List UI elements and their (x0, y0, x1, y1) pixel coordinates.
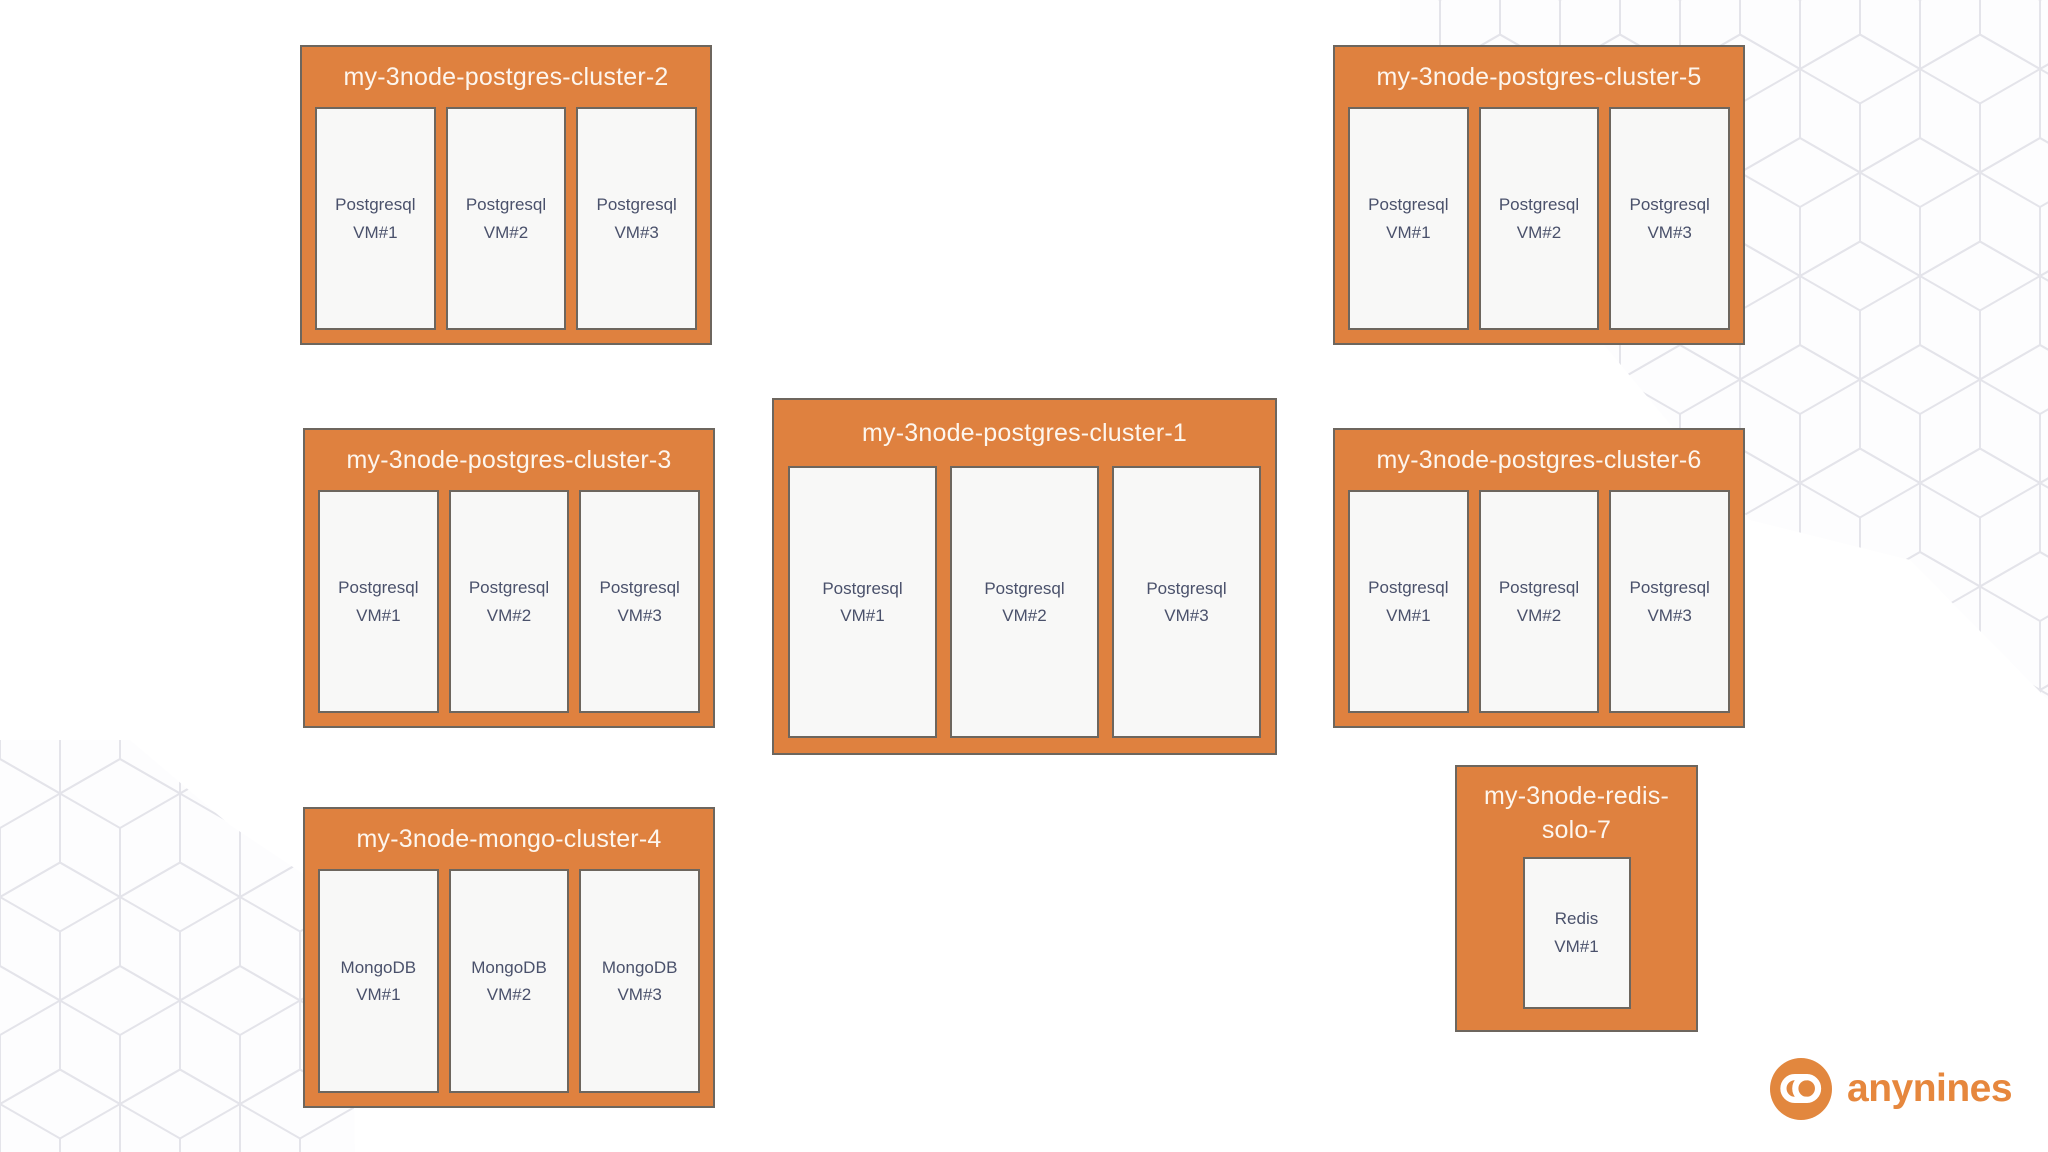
vm-number-label: VM#1 (1554, 936, 1599, 956)
vm-number-label: VM#1 (1386, 222, 1431, 242)
vm-service-label: Postgresql (338, 578, 419, 598)
cluster-title: my-3node-postgres-cluster-3 (346, 445, 672, 474)
vm-card: Redis VM#1 (1522, 856, 1631, 1009)
vm-service-label: Postgresql (1629, 578, 1710, 598)
vm-number-label: VM#3 (1164, 606, 1209, 625)
vm-number-label: VM#1 (356, 985, 401, 1004)
cluster-nodes: MongoDB VM#1 MongoDB VM#2 MongoDB VM#3 (305, 869, 713, 1106)
vm-card: Postgresql VM#3 (1609, 490, 1731, 713)
vm-card: Postgresql VM#1 (1348, 107, 1469, 330)
cluster-nodes: Postgresql VM#1 Postgresql VM#2 Postgres… (1335, 490, 1743, 726)
vm-number-label: VM#3 (1647, 605, 1692, 625)
vm-number-label: VM#2 (483, 222, 529, 242)
vm-service-label: Postgresql (1146, 578, 1227, 598)
cluster-box-postgres-3: my-3node-postgres-cluster-3 Postgresql V… (303, 428, 715, 728)
cluster-nodes: Postgresql VM#1 Postgresql VM#2 Postgres… (774, 466, 1275, 753)
vm-number-label: VM#3 (617, 985, 662, 1004)
cluster-nodes: Postgresql VM#1 Postgresql VM#2 Postgres… (305, 490, 713, 726)
vm-number-label: VM#2 (1516, 605, 1562, 625)
vm-service-label: Postgresql (465, 195, 547, 215)
cluster-title: my-3node-postgres-cluster-2 (343, 62, 669, 91)
anynines-logo: anynines (1770, 1058, 2013, 1120)
anynines-brand-text: anynines (1847, 1067, 2013, 1110)
vm-number-label: VM#2 (486, 605, 532, 625)
vm-card: MongoDB VM#2 (448, 869, 570, 1093)
vm-service-label: Postgresql (1629, 195, 1710, 215)
vm-number-label: VM#2 (1516, 222, 1562, 242)
cluster-box-mongo-4: my-3node-mongo-cluster-4 MongoDB VM#1 Mo… (303, 807, 715, 1108)
vm-service-label: MongoDB (601, 957, 678, 977)
vm-service-label: Postgresql (335, 195, 416, 215)
cluster-nodes: Redis VM#1 (1457, 847, 1696, 1030)
vm-card: Postgresql VM#3 (1609, 107, 1731, 330)
vm-number-label: VM#3 (614, 222, 659, 242)
cluster-title: my-3node-redis-solo-7 (1483, 782, 1669, 844)
vm-number-label: VM#3 (1647, 222, 1692, 242)
vm-service-label: Postgresql (596, 195, 677, 215)
vm-service-label: Postgresql (599, 578, 680, 598)
vm-number-label: VM#1 (353, 222, 398, 242)
vm-service-label: Postgresql (822, 578, 903, 598)
vm-service-label: MongoDB (340, 957, 417, 977)
vm-card: Postgresql VM#2 (448, 490, 570, 713)
vm-service-label: Postgresql (1498, 578, 1580, 598)
cluster-nodes: Postgresql VM#1 Postgresql VM#2 Postgres… (302, 107, 710, 343)
cluster-box-postgres-1: my-3node-postgres-cluster-1 Postgresql V… (772, 398, 1277, 755)
vm-card: MongoDB VM#1 (318, 869, 439, 1093)
vm-service-label: Postgresql (1368, 578, 1449, 598)
vm-number-label: VM#1 (1386, 605, 1431, 625)
vm-card: Postgresql VM#3 (579, 490, 701, 713)
vm-card: Postgresql VM#1 (788, 466, 937, 738)
vm-card: Postgresql VM#2 (1478, 107, 1600, 330)
cluster-title: my-3node-postgres-cluster-6 (1376, 445, 1702, 474)
cluster-title: my-3node-postgres-cluster-1 (862, 418, 1187, 447)
vm-card: Postgresql VM#1 (1348, 490, 1469, 713)
cluster-box-postgres-5: my-3node-postgres-cluster-5 Postgresql V… (1333, 45, 1745, 345)
vm-service-label: Postgresql (468, 578, 550, 598)
vm-service-label: Redis (1554, 909, 1599, 929)
vm-card: Postgresql VM#3 (576, 107, 698, 330)
cluster-title: my-3node-mongo-cluster-4 (356, 824, 662, 853)
vm-number-label: VM#2 (486, 985, 532, 1004)
vm-number-label: VM#1 (840, 606, 885, 625)
vm-card: Postgresql VM#3 (1112, 466, 1261, 738)
vm-number-label: VM#2 (1002, 606, 1047, 625)
vm-card: Postgresql VM#2 (1478, 490, 1600, 713)
vm-number-label: VM#3 (617, 605, 662, 625)
vm-service-label: Postgresql (1498, 195, 1580, 215)
vm-card: Postgresql VM#1 (318, 490, 439, 713)
vm-card: Postgresql VM#1 (315, 107, 436, 330)
cloud-loop-icon (1770, 1058, 1832, 1120)
cluster-nodes: Postgresql VM#1 Postgresql VM#2 Postgres… (1335, 107, 1743, 343)
vm-service-label: MongoDB (471, 957, 547, 977)
vm-service-label: Postgresql (1368, 195, 1449, 215)
cluster-box-redis-7: my-3node-redis-solo-7 Redis VM#1 (1455, 765, 1698, 1032)
cluster-box-postgres-2: my-3node-postgres-cluster-2 Postgresql V… (300, 45, 712, 345)
vm-card: Postgresql VM#2 (950, 466, 1099, 738)
cluster-box-postgres-6: my-3node-postgres-cluster-6 Postgresql V… (1333, 428, 1745, 728)
vm-service-label: Postgresql (984, 578, 1065, 598)
vm-number-label: VM#1 (356, 605, 401, 625)
cluster-title: my-3node-postgres-cluster-5 (1376, 62, 1702, 91)
vm-card: Postgresql VM#2 (445, 107, 567, 330)
vm-card: MongoDB VM#3 (579, 869, 701, 1093)
